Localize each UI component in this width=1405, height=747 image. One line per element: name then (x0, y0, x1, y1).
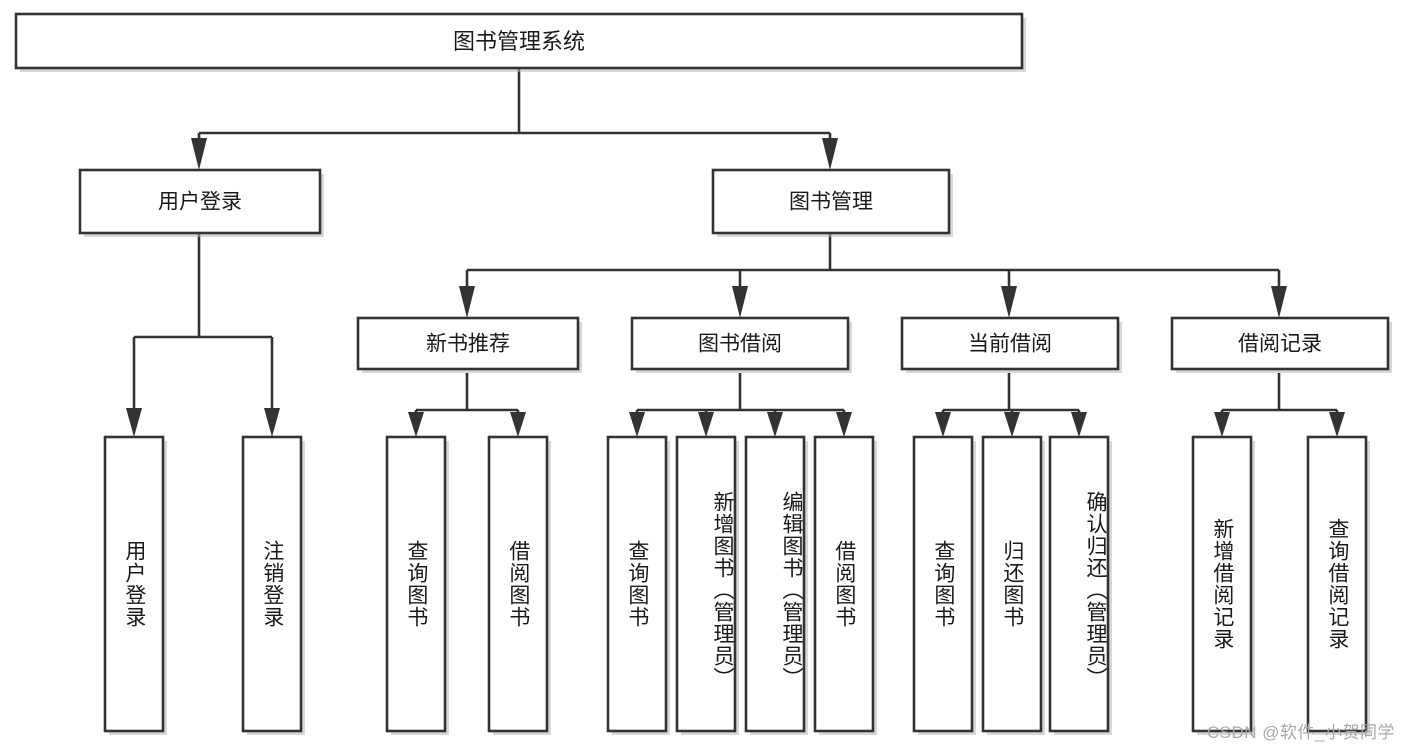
arrow-to-leaf-user-login (126, 408, 142, 437)
csdn-watermark: CSDN @软件_小贺同学 (1206, 723, 1395, 742)
arrow-to-leaf-add-book (698, 412, 714, 437)
connector-group-book-borrow (629, 373, 852, 437)
node-leaf-add-record[interactable] (1191, 435, 1255, 735)
connector-group-user-login (126, 233, 280, 437)
node-root-label: 图书管理系统 (453, 29, 585, 54)
node-current-borrow[interactable]: 当前借阅 (900, 316, 1122, 373)
node-leaf-query-record[interactable] (1306, 435, 1370, 735)
connector-group-current-borrow (935, 373, 1087, 437)
arrow-to-leaf-query-book-3 (935, 412, 951, 437)
node-borrow-record-label: 借阅记录 (1238, 333, 1322, 356)
node-leaf-query-book-3[interactable] (912, 435, 976, 735)
node-leaf-query-book-1[interactable] (385, 435, 449, 735)
arrow-to-leaf-confirm-return (1071, 412, 1087, 437)
connector-group-book-management (459, 233, 1287, 318)
node-user-login-label: 用户登录 (158, 191, 242, 214)
connector-group-new-book-recommend (408, 373, 526, 437)
arrow-to-leaf-return-book (1004, 412, 1020, 437)
node-borrow-record[interactable]: 借阅记录 (1170, 316, 1392, 373)
node-leaf-return-book[interactable] (981, 435, 1045, 735)
node-root[interactable]: 图书管理系统 (14, 12, 1026, 72)
arrow-to-leaf-add-record (1214, 412, 1230, 437)
arrow-to-book-borrow (732, 286, 748, 318)
node-leaf-logout-login[interactable] (241, 435, 305, 735)
arrow-to-leaf-logout-login (264, 408, 280, 437)
connector-group-root (191, 68, 838, 170)
node-current-borrow-label: 当前借阅 (968, 333, 1052, 356)
node-book-management-label: 图书管理 (789, 191, 873, 214)
arrow-to-leaf-borrow-book-2 (836, 412, 852, 437)
node-leaf-query-book-2[interactable] (606, 435, 670, 735)
arrow-to-leaf-query-book-2 (629, 412, 645, 437)
node-leaf-borrow-book-2[interactable] (813, 435, 877, 735)
node-user-login[interactable]: 用户登录 (78, 168, 324, 237)
arrow-to-new-book-recommend (459, 286, 475, 318)
node-leaf-borrow-book-1[interactable] (487, 435, 551, 735)
node-new-book-recommend[interactable]: 新书推荐 (356, 316, 582, 373)
node-book-borrow[interactable]: 图书借阅 (630, 316, 852, 373)
arrow-to-borrow-record (1271, 286, 1287, 318)
arrow-to-leaf-query-book-1 (408, 412, 424, 437)
arrow-to-current-borrow (1001, 286, 1017, 318)
arrow-to-leaf-edit-book (767, 412, 783, 437)
node-book-management[interactable]: 图书管理 (711, 168, 953, 237)
arrow-to-leaf-query-record (1329, 412, 1345, 437)
connector-group-borrow-record (1214, 373, 1345, 437)
node-book-borrow-label: 图书借阅 (698, 333, 782, 356)
node-leaf-confirm-return[interactable] (1048, 435, 1112, 735)
node-leaf-edit-book[interactable] (744, 435, 808, 735)
node-new-book-recommend-label: 新书推荐 (426, 333, 510, 356)
arrow-to-book-management (822, 138, 838, 170)
node-leaf-add-book[interactable] (675, 435, 739, 735)
arrow-to-user-login (191, 138, 207, 170)
node-leaf-user-login[interactable] (103, 435, 167, 735)
arrow-to-leaf-borrow-book-1 (510, 412, 526, 437)
